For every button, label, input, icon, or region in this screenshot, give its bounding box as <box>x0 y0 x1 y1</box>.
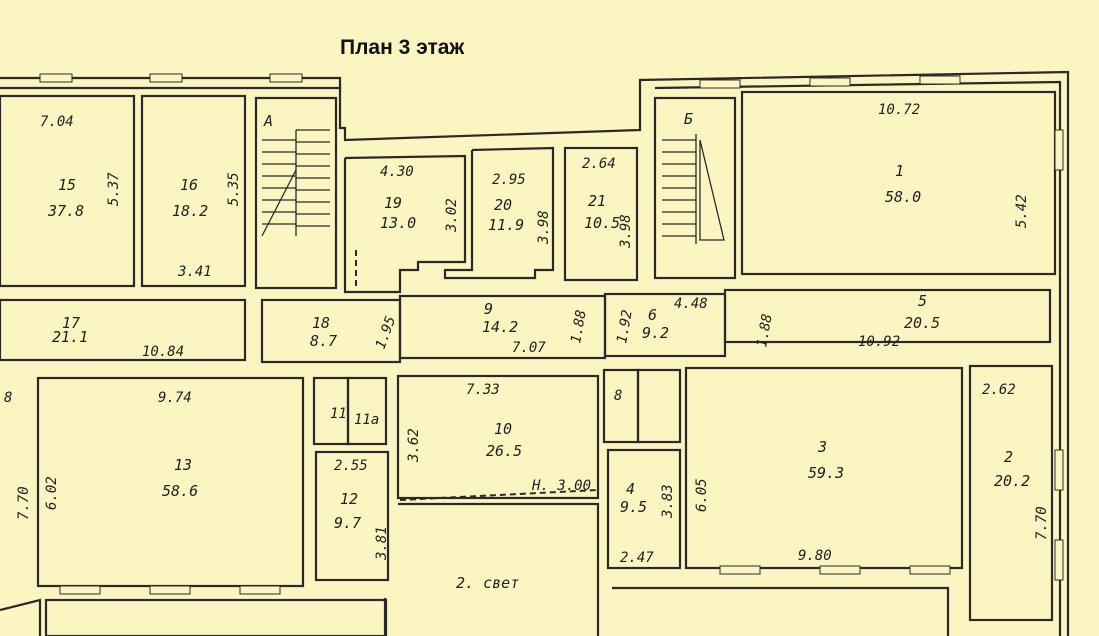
dimension: 2.47 <box>620 550 654 566</box>
dimension: 4.48 <box>674 296 708 312</box>
dimension: 7.33 <box>466 382 500 398</box>
room-area: 21.1 <box>52 328 88 346</box>
room-number: 16 <box>180 176 198 194</box>
dimension: 7.70 <box>16 486 32 520</box>
stair-b-steps <box>662 134 725 244</box>
partition-line <box>399 489 599 501</box>
dimension: 2.55 <box>334 458 368 474</box>
room-area: 8.7 <box>310 332 337 350</box>
dimension: 3.02 <box>444 198 460 233</box>
room-area: 9.7 <box>334 514 361 532</box>
plan-title: План 3 этаж <box>340 36 465 59</box>
room-area: 20.5 <box>904 314 940 332</box>
room-number: 5 <box>918 292 927 310</box>
room-area: 20.2 <box>994 472 1030 490</box>
dimension: 10.84 <box>142 344 184 360</box>
room-area: 14.2 <box>482 318 518 336</box>
dimension: 9.80 <box>798 548 832 564</box>
room-number: 3 <box>817 438 827 456</box>
room-area: 18.2 <box>172 202 208 220</box>
dimension: 1.92 <box>614 309 636 345</box>
dimension: 7.07 <box>512 340 546 356</box>
stair-label-a: А <box>263 112 273 130</box>
room-number: 1 <box>895 162 904 180</box>
dimension: 9.74 <box>158 390 192 406</box>
room-number: 17 <box>62 314 80 332</box>
dimension: 3.41 <box>177 264 212 280</box>
room-area: 13.0 <box>380 214 416 232</box>
dimension: 6.05 <box>694 478 710 512</box>
dimension: 1.88 <box>568 309 590 345</box>
dimension: 6.02 <box>44 476 60 510</box>
stair-a-steps <box>261 129 330 237</box>
dimension: 3.62 <box>406 428 422 463</box>
dimension: 4.30 <box>380 164 414 180</box>
room-area: 26.5 <box>486 442 522 460</box>
room-number: 12 <box>340 490 358 508</box>
dimension-labels: 7.04 5.37 5.35 3.41 4.30 3.02 2.95 3.98 … <box>4 102 1050 566</box>
dimension: 8 <box>4 390 12 406</box>
room-number: 10 <box>494 420 512 438</box>
room-area: 9.5 <box>620 498 647 516</box>
room-area: 9.2 <box>642 324 669 342</box>
room-number: 9 <box>484 300 493 318</box>
dimension: 3.98 <box>618 214 634 249</box>
room-number: 8 <box>614 388 622 404</box>
dimension: Н. 3.00 <box>531 478 591 494</box>
room-number: 21 <box>588 192 606 210</box>
lightwell-label: 2. свет <box>456 574 519 592</box>
room-number: 13 <box>174 456 192 474</box>
dimension: 3.81 <box>374 526 390 561</box>
room-number: 11a <box>354 412 379 428</box>
room-number: 6 <box>648 306 657 324</box>
dimension: 1.88 <box>754 313 776 349</box>
room-area: 58.6 <box>162 482 198 500</box>
dimension: 10.72 <box>878 102 920 118</box>
room-number: 15 <box>58 176 76 194</box>
room-number: 2 <box>1004 448 1013 466</box>
stair-label-b: Б <box>684 110 693 128</box>
dimension: 5.35 <box>226 172 242 206</box>
room-labels: 15 37.8 16 18.2 19 13.0 20 11.9 21 10.5 … <box>47 162 1030 532</box>
room-area: 58.0 <box>885 188 921 206</box>
room-number: 18 <box>312 314 330 332</box>
dimension: 2.95 <box>492 172 526 188</box>
windows <box>39 73 1064 595</box>
dimension: 3.98 <box>536 210 552 245</box>
dimension: 1.95 <box>373 314 400 351</box>
dimension: 2.64 <box>582 156 616 172</box>
room-number: 20 <box>494 196 512 214</box>
dimension: 2.62 <box>982 382 1016 398</box>
dimension: 5.42 <box>1014 194 1030 228</box>
dimension: 5.37 <box>106 172 122 206</box>
dimension: 10.92 <box>858 334 900 350</box>
room-area: 37.8 <box>47 202 84 220</box>
room-number: 11 <box>330 406 347 422</box>
room-number: 4 <box>626 480 635 498</box>
room-number: 19 <box>384 194 402 212</box>
dimension: 7.04 <box>40 114 74 130</box>
dimension: 3.83 <box>660 484 676 519</box>
room-area: 11.9 <box>488 216 524 234</box>
room-area: 10.5 <box>584 214 620 232</box>
room-area: 59.3 <box>808 464 844 482</box>
dimension: 7.70 <box>1034 506 1050 540</box>
